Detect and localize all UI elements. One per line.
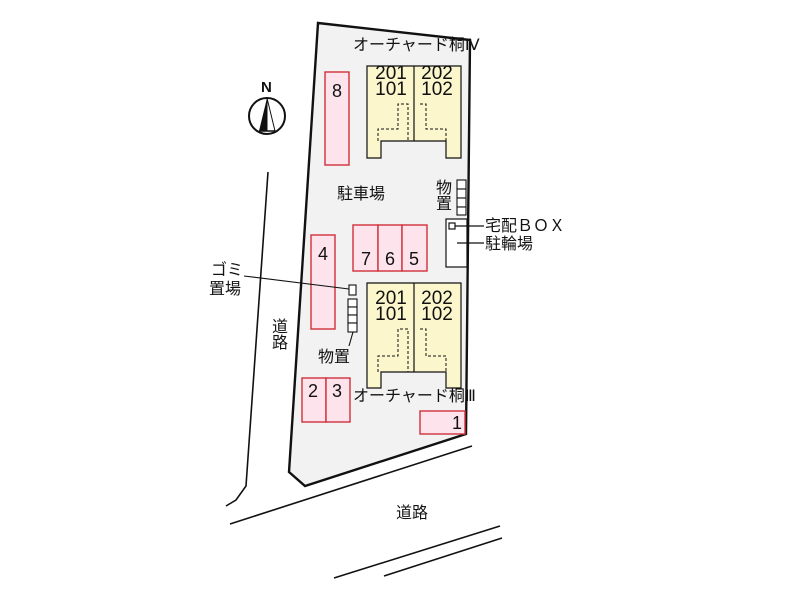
parking-label-6: 6 <box>385 249 396 269</box>
road-south-lines <box>229 445 503 579</box>
unit-number: 102 <box>421 79 453 100</box>
parking-space-4 <box>310 234 336 330</box>
parking-lot-label: 駐車場 <box>337 184 386 203</box>
unit-number: 102 <box>421 304 453 325</box>
north-arrow-icon <box>248 97 286 135</box>
unit-north-202-102: 202 102 <box>415 63 459 100</box>
parking-label-1: 1 <box>452 413 463 433</box>
building-north-shape <box>366 65 462 159</box>
storage-north-label: 物置 <box>433 179 452 211</box>
parking-space-7 <box>352 224 379 272</box>
unit-number: 201 <box>375 63 407 84</box>
parking-space-5 <box>401 224 428 272</box>
storage-south-shape <box>347 284 358 333</box>
parking-label-2: 2 <box>308 381 319 401</box>
compass-label: N <box>261 79 272 96</box>
unit-south-201-101: 201 101 <box>369 288 413 325</box>
unit-number: 202 <box>421 63 453 84</box>
unit-north-201-101: 201 101 <box>369 63 413 100</box>
building-north-name: オーチャード桐Ⅳ <box>353 35 480 54</box>
parking-label-3: 3 <box>332 381 343 401</box>
storage-south-leader-line <box>348 331 354 347</box>
parking-label-5: 5 <box>409 249 420 269</box>
unit-south-202-102: 202 102 <box>415 288 459 325</box>
building-south-shape <box>366 282 462 389</box>
bicycle-parking-label: 駐輪場 <box>485 234 534 253</box>
unit-number: 101 <box>375 79 407 100</box>
unit-number: 201 <box>375 288 407 309</box>
garbage-area-label-line2: 置場 <box>209 279 242 298</box>
unit-number: 101 <box>375 304 407 325</box>
parking-space-8 <box>324 71 350 166</box>
parking-spaces <box>301 71 466 435</box>
parking-label-8: 8 <box>332 81 343 101</box>
garbage-area-label-line1: ゴミ <box>211 260 244 279</box>
building-south-name: オーチャード桐Ⅲ <box>353 386 476 405</box>
parking-label-7: 7 <box>361 249 372 269</box>
delivery-box-label: 宅配ＢＯＸ <box>485 216 566 235</box>
garbage-leader-line <box>243 275 350 290</box>
storage-south-label: 物置 <box>318 347 351 366</box>
road-south-label: 道路 <box>396 503 429 522</box>
parking-label-4: 4 <box>318 244 329 264</box>
storage-north-shape <box>456 179 467 216</box>
bicycle-parking-shape <box>445 218 484 268</box>
parking-space-1 <box>419 410 466 435</box>
road-west-label: 道路 <box>269 318 288 350</box>
parking-space-6 <box>377 224 403 272</box>
parking-space-3 <box>325 377 351 423</box>
unit-number: 202 <box>421 288 453 309</box>
road-west-lines <box>225 171 269 507</box>
